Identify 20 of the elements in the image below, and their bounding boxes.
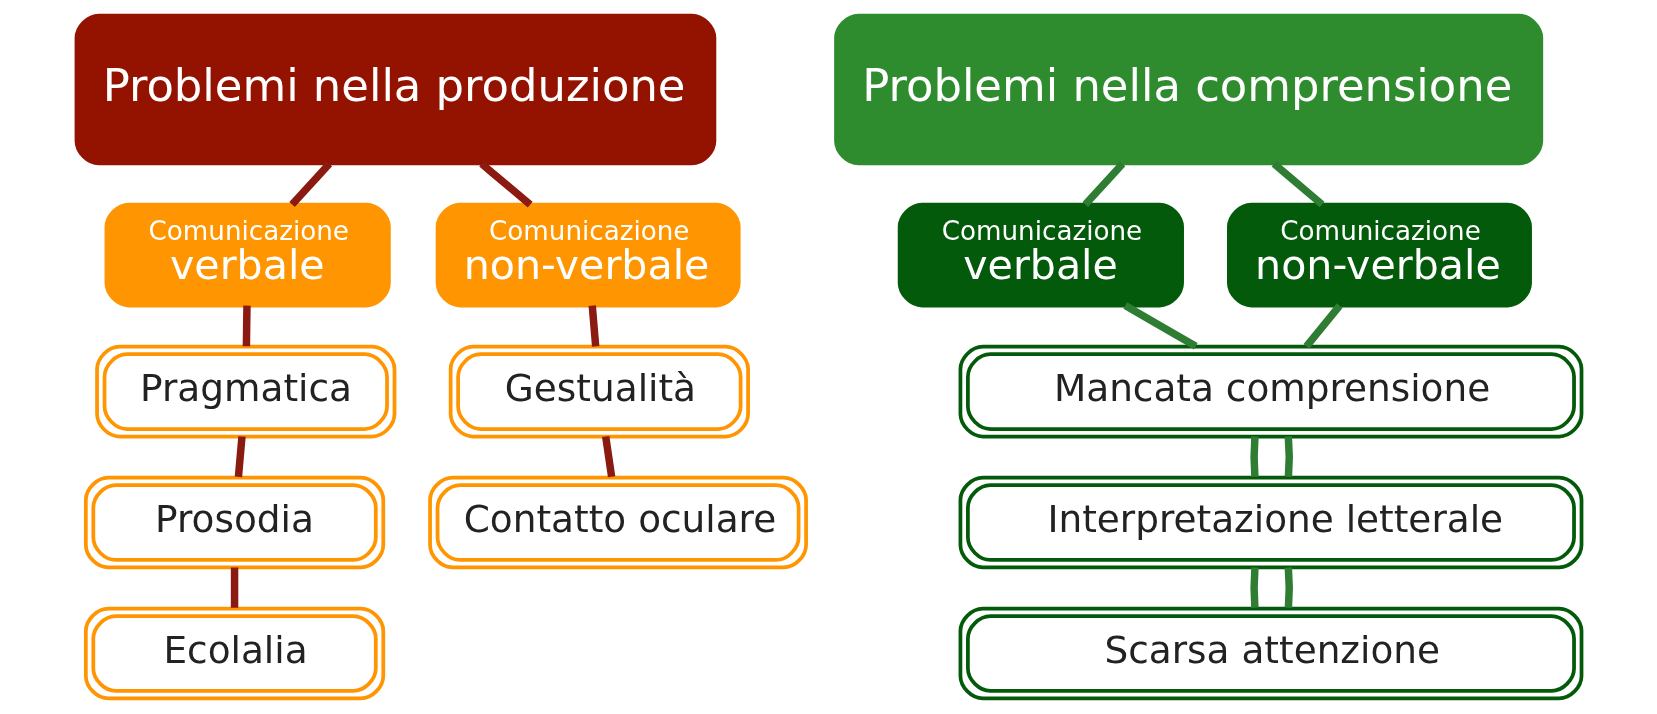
connector — [478, 160, 533, 208]
node-box: Comunicazione non-verbale — [1226, 202, 1532, 308]
node-box: Prosodia — [83, 475, 385, 570]
node-box: Problemi nella comprensione — [833, 13, 1543, 166]
node-box: Ecolalia — [83, 606, 385, 701]
node-box: Mancata comprensione — [958, 344, 1583, 439]
node-box: Pragmatica — [94, 344, 396, 439]
connector — [1082, 161, 1125, 208]
node-box: Comunicazione non-verbale — [435, 202, 741, 308]
connector — [288, 161, 332, 208]
node-box: Comunicazione verbale — [897, 202, 1184, 308]
node-box: Gestualità — [448, 344, 750, 439]
node-box: Scarsa attenzione — [958, 606, 1583, 701]
node-box: Contatto oculare — [427, 475, 808, 570]
connector — [1303, 303, 1343, 349]
node-box: Interpretazione letterale — [958, 475, 1583, 570]
node-box: Problemi nella produzione — [74, 13, 716, 166]
node-box: Comunicazione verbale — [104, 202, 391, 308]
connector — [1271, 160, 1324, 208]
connector — [1122, 302, 1198, 350]
